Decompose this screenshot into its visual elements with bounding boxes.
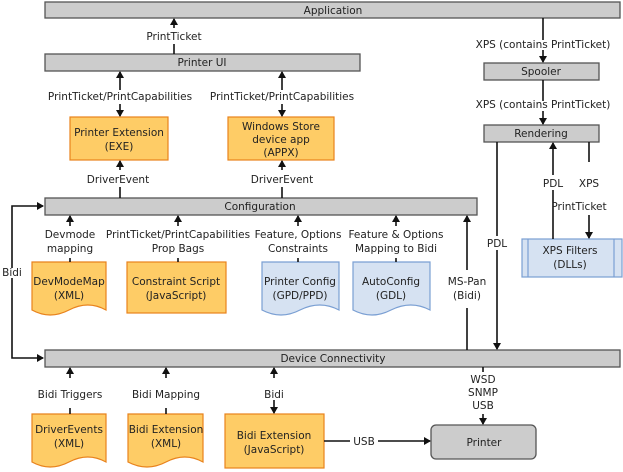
label-xps-pt: XPS [579,178,600,190]
printer-config-doc: Printer Config (GPD/PPD) [261,261,340,316]
box-text: (GPD/PPD) [272,290,327,302]
autoconfig-doc: AutoConfig (GDL) [352,261,431,316]
box-text: AutoConfig [362,276,420,288]
box-text: Windows Store [242,121,320,133]
printer-ui-label: Printer UI [177,57,226,69]
label-usb: USB [353,436,375,448]
label-devmode: Devmode [45,229,96,241]
rendering-label: Rendering [514,128,568,140]
box-text: Printer Extension [74,127,164,139]
rendering-bar: Rendering [483,124,600,143]
box-text: (EXE) [105,141,134,153]
connectors [11,18,593,445]
label-bidi-triggers: Bidi Triggers [38,389,103,401]
configuration-bar: Configuration [44,197,478,216]
box-text: DriverEvents [35,424,103,436]
label-feature-constraints: Feature, Options [255,229,342,241]
device-connectivity-label: Device Connectivity [280,353,385,365]
label-driver-event: DriverEvent [87,174,149,186]
driver-events-doc: DriverEvents (XML) [31,413,107,468]
label-mspan: MS-Pan [448,276,486,288]
store-app-box: Windows Store device app (APPX) [227,116,335,161]
box-text: (DLLs) [553,259,586,271]
label-feature-bidi: Feature & Options [348,229,443,241]
device-connectivity-bar: Device Connectivity [44,349,621,368]
label-xps-pt: PrintTicket [551,201,606,213]
label-bidi-mapping: Bidi Mapping [132,389,200,401]
label-transport: SNMP [468,387,498,399]
label-transport: USB [472,400,494,412]
label-bidi: Bidi [264,389,284,401]
label-propbags: Prop Bags [152,243,204,255]
box-text: (JavaScript) [244,444,305,456]
box-text: (XML) [54,290,84,302]
label-xps: XPS (contains PrintTicket) [476,99,611,111]
label-pt-pc: PrintTicket/PrintCapabilities [48,91,192,103]
label-feature-bidi: Mapping to Bidi [355,243,437,255]
label-devmode: mapping [47,243,93,255]
constraint-script-box: Constraint Script (JavaScript) [126,261,227,314]
printer-label: Printer [467,437,503,449]
box-text: device app [252,134,310,146]
box-text: XPS Filters [542,245,597,257]
box-text: (APPX) [263,147,298,159]
printer-box: Printer [430,424,537,460]
configuration-label: Configuration [224,201,295,213]
label-xps: XPS (contains PrintTicket) [476,39,611,51]
label-pdl: PDL [543,178,563,190]
label-printticket: PrintTicket [146,31,201,43]
label-transport: WSD [470,374,495,386]
label-pt-pc: PrintTicket/PrintCapabilities [210,91,354,103]
application-bar: Application [44,1,621,19]
bidi-extension-js-box: Bidi Extension (JavaScript) [224,413,325,469]
label-propbags: PrintTicket/PrintCapabilities [106,229,250,241]
box-text: Constraint Script [132,276,220,288]
box-text: (XML) [54,438,84,450]
box-text: Bidi Extension [237,430,312,442]
xps-filters-box: XPS Filters (DLLs) [521,238,623,278]
printer-extension-box: Printer Extension (EXE) [69,116,169,161]
box-text: (GDL) [376,290,406,302]
box-text: DevModeMap [33,276,105,288]
label-pdl: PDL [487,238,507,250]
application-label: Application [304,5,363,17]
spooler-label: Spooler [521,66,562,78]
devmodemap-doc: DevModeMap (XML) [31,261,107,316]
label-mspan: (Bidi) [453,290,481,302]
bidi-extension-xml-doc: Bidi Extension (XML) [127,413,204,468]
label-feature-constraints: Constraints [268,243,328,255]
box-text: (XML) [151,438,181,450]
label-driver-event: DriverEvent [251,174,313,186]
printer-ui-bar: Printer UI [44,53,361,72]
spooler-bar: Spooler [483,62,600,81]
label-bidi-side: Bidi [2,267,22,279]
box-text: (JavaScript) [146,290,207,302]
box-text: Bidi Extension [129,424,204,436]
box-text: Printer Config [264,276,336,288]
